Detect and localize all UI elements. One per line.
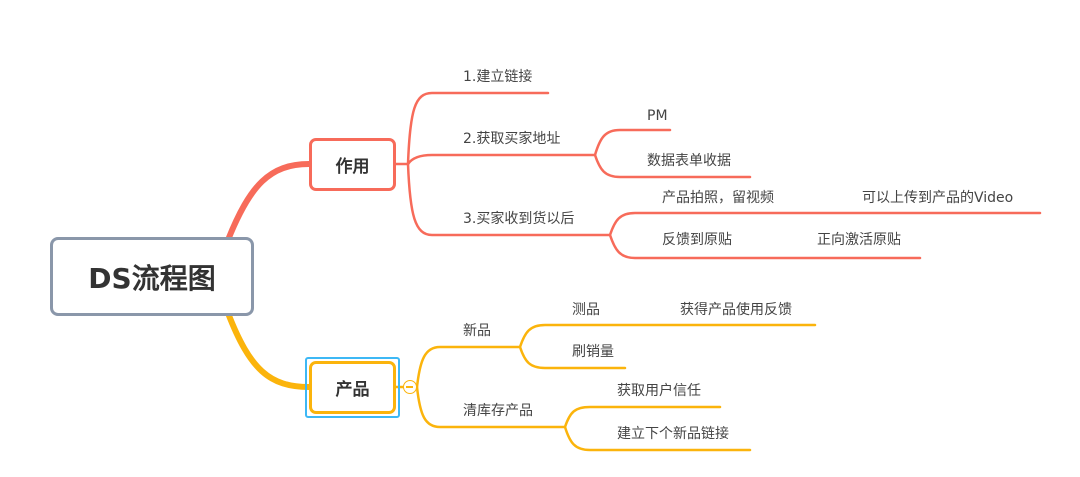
connector: [563, 425, 752, 452]
subtopic[interactable]: 可以上传到产品的Video: [862, 190, 1014, 206]
subtopic[interactable]: 产品拍照，留视频: [662, 190, 774, 206]
connector: [563, 405, 722, 429]
root-to-chanpin: [225, 310, 312, 390]
subtopic[interactable]: 3.买家收到货以后: [463, 211, 575, 227]
connector: [406, 91, 550, 166]
subtopic[interactable]: 测品: [572, 302, 600, 318]
subtopic[interactable]: 正向激活原贴: [817, 232, 901, 248]
connector: [608, 233, 922, 260]
root-node[interactable]: DS流程图: [50, 237, 254, 316]
topic-chanpin[interactable]: 产品: [309, 361, 396, 414]
subtopic[interactable]: 反馈到原贴: [662, 232, 732, 248]
subtopic[interactable]: 获取用户信任: [617, 383, 701, 399]
subtopic[interactable]: 2.获取买家地址: [463, 131, 561, 147]
connector: [593, 153, 752, 179]
subtopic[interactable]: 建立下个新品链接: [617, 426, 729, 442]
subtopic[interactable]: 数据表单收据: [647, 153, 731, 169]
subtopic[interactable]: 新品: [463, 323, 491, 339]
connector: [406, 153, 597, 166]
root-to-zuoyong: [225, 161, 312, 243]
subtopic[interactable]: 1.建立链接: [463, 69, 533, 85]
collapse-toggle-icon[interactable]: [403, 380, 417, 394]
connector: [415, 345, 522, 389]
subtopic[interactable]: PM: [647, 108, 668, 124]
connector: [608, 211, 1042, 237]
topic-zuoyong[interactable]: 作用: [309, 138, 396, 191]
subtopic[interactable]: 刷销量: [572, 344, 614, 360]
connector: [518, 323, 817, 349]
subtopic[interactable]: 获得产品使用反馈: [680, 302, 792, 318]
connector: [406, 162, 612, 237]
selection-outline: [305, 357, 400, 418]
connector: [593, 128, 672, 157]
connector: [415, 385, 567, 429]
connector: [518, 345, 627, 370]
subtopic[interactable]: 清库存产品: [463, 403, 533, 419]
